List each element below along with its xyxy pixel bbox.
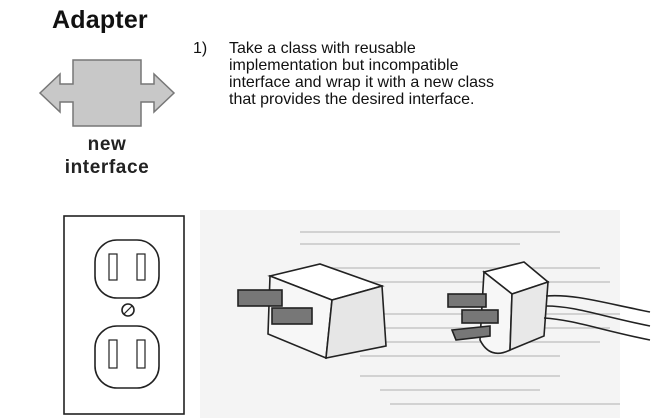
page-title: Adapter [52,6,148,34]
wall-outlet-icon [63,215,185,415]
step-text: Take a class with reusable implementatio… [229,40,495,108]
adapter-sketch [63,210,651,418]
caption-line-2: interface [64,157,150,178]
caption-line-1: new [87,134,127,155]
faint-text-lines [300,231,620,405]
double-arrow-box-icon [38,59,176,127]
caption: new interface [48,133,166,179]
three-prong-plug-icon [447,261,651,355]
step-number: 1) [193,40,208,57]
plug-adapter-icon [237,263,387,360]
